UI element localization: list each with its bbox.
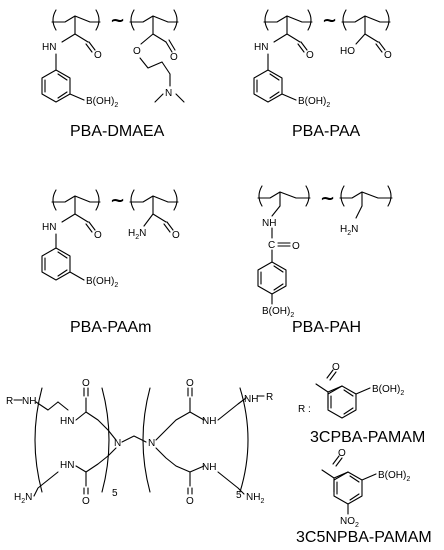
nitro-group-label: NO2	[340, 516, 359, 529]
repeat-count-right: 5	[236, 490, 242, 501]
pba-paam-structure: O HN B(OH)2 ~ O H2N	[41, 189, 180, 289]
amide-nh-lower-right: NH	[202, 462, 216, 473]
amide-hn-lower: HN	[60, 460, 74, 471]
compound-name-3c5npba-pamam: 3C5NPBA-PAMAM	[296, 529, 432, 546]
r-group-label-left: R	[6, 396, 13, 407]
ester-carbonyl-o: O	[170, 52, 178, 63]
core-n-left: N	[114, 438, 121, 449]
carbonyl-oxygen-label: O	[94, 50, 102, 61]
carbonyl-c-label: C	[268, 240, 275, 251]
amide-o-upper-right: O	[186, 378, 194, 389]
pba-pah-structure: NH C O B(OH)2 ~ H2N	[257, 185, 393, 319]
boronic-acid-label: B(OH)2	[262, 306, 294, 319]
amide-nh2-label: H2N	[128, 228, 146, 241]
amide-carbonyl-o: O	[172, 230, 180, 241]
acid-ho-label: HO	[340, 46, 355, 57]
amide-o-lower: O	[82, 496, 90, 507]
amide-hn-label: HN	[42, 42, 56, 53]
amide-hn-upper: HN	[60, 416, 74, 427]
ketone-o-label: O	[338, 448, 346, 459]
pba-paa-structure: O HN B(OH)2 ~ O HO	[253, 9, 392, 109]
copolymer-tilde: ~	[110, 10, 125, 31]
r-colon-label: R :	[298, 404, 311, 415]
r-group-label-right: R	[266, 392, 273, 403]
boronic-acid-label: B(OH)2	[86, 276, 118, 289]
boronic-acid-label: B(OH)2	[372, 384, 404, 397]
boronic-acid-label: B(OH)2	[86, 96, 118, 109]
dimethylamine-n-label: N	[165, 88, 172, 99]
dendrimer-nh-right: NH	[244, 394, 258, 405]
copolymer-tilde: ~	[110, 190, 125, 211]
core-n-right: N	[148, 438, 155, 449]
compound-name-pba-paam: PBA-PAAm	[70, 319, 152, 336]
carbonyl-oxygen-label: O	[94, 230, 102, 241]
dendrimer-nh-left: NH	[22, 396, 36, 407]
repeat-count-left: 5	[112, 488, 118, 499]
copolymer-tilde: ~	[322, 10, 337, 31]
ester-oxygen-label: O	[133, 46, 141, 57]
carbonyl-oxygen-label: O	[306, 50, 314, 61]
compound-name-3cpba-pamam: 3CPBA-PAMAM	[310, 429, 426, 446]
dendrimer-nh2-left: H2N	[14, 492, 32, 505]
compound-name-pba-pah: PBA-PAH	[292, 319, 362, 336]
pamam-dendrimer-structure: R NH HN O N O HN H2N 5 N O NH NH R O	[6, 378, 273, 507]
copolymer-tilde: ~	[320, 188, 335, 209]
pba-dmaea-structure: O HN B(OH)2 ~ O O N	[41, 9, 185, 109]
boronic-acid-label: B(OH)2	[298, 96, 330, 109]
amide-nh-label: NH	[262, 218, 276, 229]
amide-o-lower-right: O	[186, 496, 194, 507]
compound-name-pba-dmaea: PBA-DMAEA	[70, 123, 165, 140]
r-substituent-3c5npba: O B(OH)2 NO2	[321, 448, 410, 529]
ketone-o-label: O	[332, 362, 340, 373]
carbonyl-o-label: O	[292, 241, 300, 252]
acid-carbonyl-o: O	[384, 50, 392, 61]
r-substituent-3cpba: R : O B(OH)2	[298, 362, 404, 419]
amine-nh2-label: H2N	[340, 224, 358, 237]
amide-o-upper: O	[82, 378, 90, 389]
amide-nh-upper-right: NH	[202, 416, 216, 427]
amide-hn-label: HN	[42, 222, 56, 233]
dendrimer-nh2-right: NH2	[246, 492, 264, 505]
boronic-acid-label: B(OH)2	[378, 470, 410, 483]
compound-name-pba-paa: PBA-PAA	[292, 123, 361, 140]
amide-hn-label: HN	[254, 42, 268, 53]
